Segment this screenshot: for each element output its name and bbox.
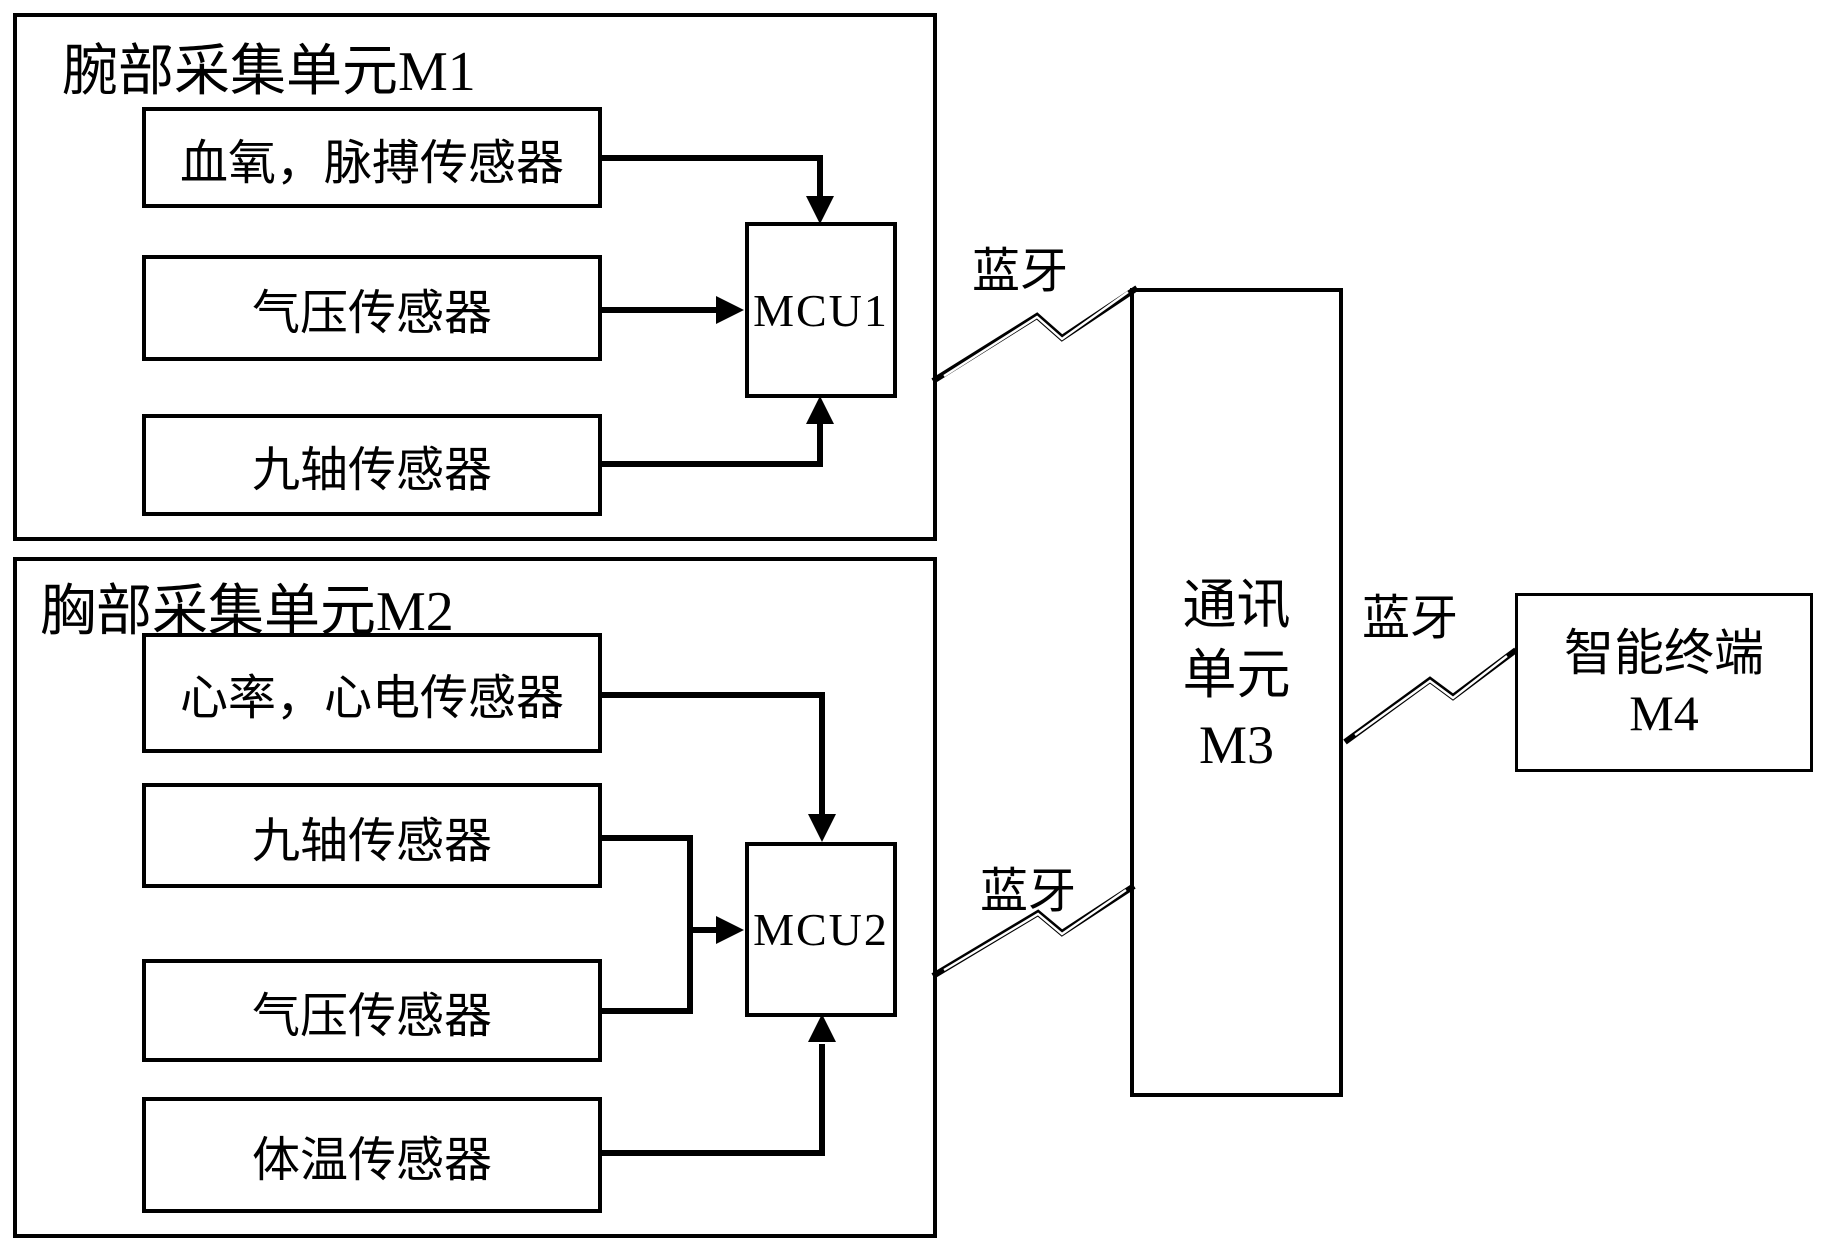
m1-nine-axis-sensor-label: 九轴传感器	[251, 444, 492, 497]
m3-label-line1: 通讯	[1182, 574, 1291, 635]
m1-spo2-pulse-sensor-box	[142, 107, 602, 208]
m3-label-line3: M3	[1198, 714, 1274, 775]
bluetooth-bolt-icon	[931, 285, 1139, 384]
m4-label-line2: M4	[1629, 684, 1699, 741]
m2-nine-axis-sensor-label: 九轴传感器	[251, 814, 492, 868]
mcu2-label: MCU2	[753, 904, 889, 955]
communication-unit-m3-label: 通讯 单元 M3	[1130, 270, 1343, 1079]
m1-spo2-pulse-sensor-label: 血氧，脉搏传感器	[179, 136, 564, 190]
wrist-unit-m1-box	[13, 13, 937, 541]
m2-pressure-sensor-label: 气压传感器	[251, 989, 492, 1043]
bluetooth-label-right: 蓝牙	[1361, 592, 1458, 645]
m2-temperature-sensor-label: 体温传感器	[251, 1134, 492, 1187]
m1-nine-axis-sensor-box	[142, 414, 602, 516]
mcu1-label: MCU1	[753, 284, 889, 336]
m1-pressure-sensor-label: 气压传感器	[251, 287, 492, 340]
bluetooth-bolt-icon	[1343, 647, 1518, 745]
m2-temperature-sensor-box	[142, 1097, 602, 1213]
chest-unit-m2-title: 胸部采集单元M2	[40, 581, 454, 643]
m2-nine-axis-sensor-box	[142, 783, 602, 888]
m2-pressure-sensor-box	[142, 959, 602, 1062]
m2-heart-ecg-sensor-label: 心率，心电传感器	[179, 672, 564, 725]
m1-pressure-sensor-box	[142, 255, 602, 361]
bluetooth-label-top: 蓝牙	[971, 245, 1068, 298]
smart-terminal-m4-label: 智能终端 M4	[1515, 593, 1813, 772]
bluetooth-label-bottom: 蓝牙	[979, 865, 1076, 918]
m2-heart-ecg-sensor-box	[142, 633, 602, 753]
m3-label-line2: 单元	[1182, 644, 1291, 705]
wrist-unit-m1-title: 腕部采集单元M1	[62, 41, 476, 103]
communication-unit-m3-box	[1130, 288, 1343, 1097]
m4-label-line1: 智能终端	[1564, 624, 1764, 681]
